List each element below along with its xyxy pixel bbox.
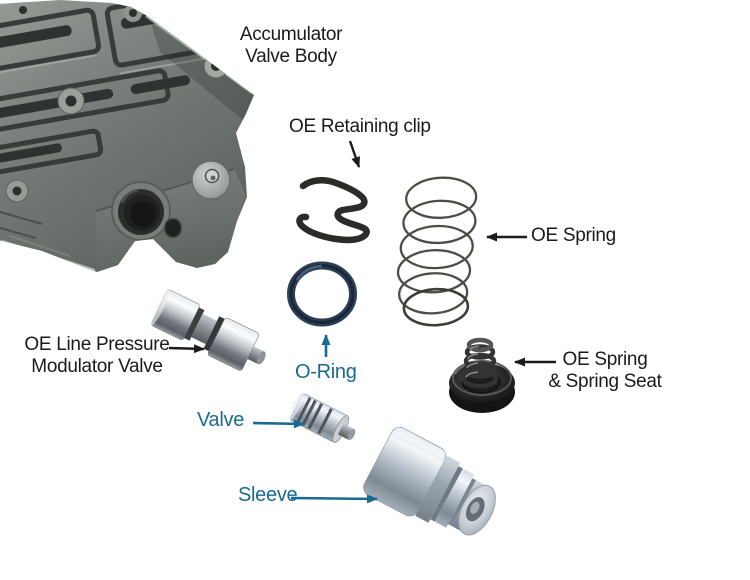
label-oe-spring: OE Spring [531,225,616,246]
label-retaining-clip: OE Retaining clip [289,116,431,137]
label-spring-seat-line1: OE Spring [562,349,648,370]
label-valve-body-line2: Valve Body [245,46,337,67]
valve-part [288,392,356,443]
arrow-to-retaining-clip [348,140,361,168]
o-ring-part [287,261,357,327]
label-o-ring: O-Ring [295,361,357,383]
sleeve-part [363,426,496,536]
accumulator-bore [111,181,171,241]
retaining-clip-part [296,177,370,244]
label-spring-seat-line2: & Spring Seat [548,371,662,392]
valve-body-photo [0,0,254,272]
arrow-to-valve [252,419,305,429]
label-sleeve: Sleeve [238,484,298,506]
label-modulator-valve-line1: OE Line Pressure [24,334,170,355]
spring-seat-part [449,337,515,413]
arrow-to-sleeve [290,494,378,504]
label-spring-seat: OE Spring & Spring Seat [524,349,686,393]
spring-part [396,176,478,327]
label-modulator-valve-line2: Modulator Valve [31,356,163,377]
label-valve-body: Accumulator Valve Body [205,24,377,68]
modulator-valve-part [150,289,266,371]
label-valve: Valve [197,409,245,431]
valve-boss-pin [191,160,231,200]
label-valve-body-line1: Accumulator [239,24,343,45]
small-bore [163,217,183,239]
arrow-to-modulator-valve [168,344,205,354]
label-modulator-valve: OE Line Pressure Modulator Valve [16,334,178,378]
